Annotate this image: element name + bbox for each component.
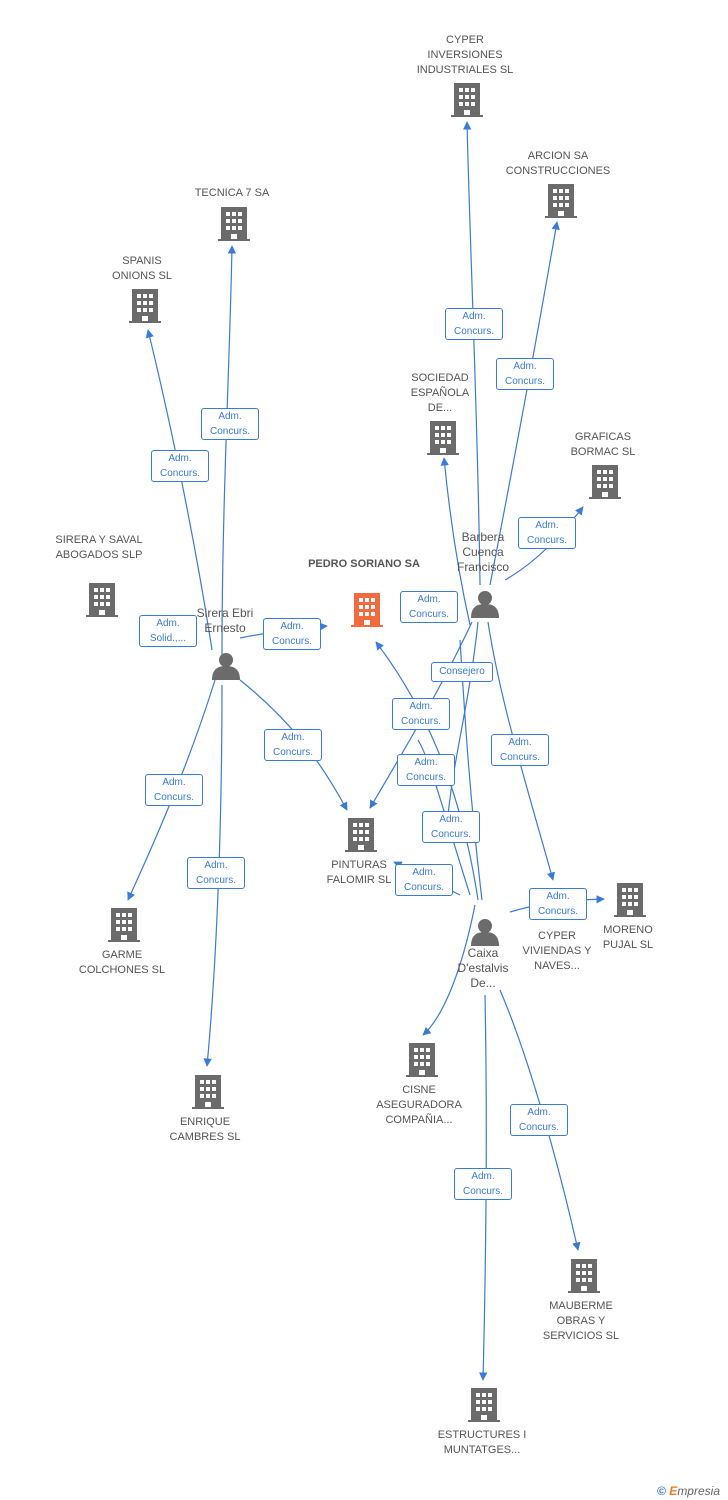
edge [203,684,223,1067]
edge [422,904,476,1036]
company-label-arcion[interactable]: ARCION SA CONSTRUCCIONES [505,150,611,177]
company-label-graficas[interactable]: GRAFICAS BORMAC SL [570,431,636,458]
relation-badge[interactable]: Adm. Concurs. [491,734,549,766]
copyright-symbol: © [657,1484,666,1498]
person-label-barbera[interactable]: Barbera Cuenca Francisco [456,530,509,574]
person-label-caixa[interactable]: Caixa D'estalvis De... [457,946,509,990]
relation-badge[interactable]: Consejero [431,662,493,682]
tecnica-building-icon[interactable] [218,207,250,241]
spanis-building-icon[interactable] [129,289,161,323]
caixa-person-icon[interactable] [471,919,499,946]
garme-building-icon[interactable] [108,908,140,942]
brand-initial: E [669,1484,678,1498]
person-label-sirera-ebri[interactable]: Sirera Ebri Ernesto [196,606,254,635]
edge [447,621,479,816]
relation-badge[interactable]: Adm. Concurs. [397,754,455,786]
company-label-pinturas[interactable]: PINTURAS FALOMIR SL [326,859,392,886]
cisne-building-icon[interactable] [406,1043,438,1077]
company-label-spanis[interactable]: SPANIS ONIONS SL [112,255,172,282]
edge [145,329,213,651]
relation-badge[interactable]: Adm. Concurs. [263,618,321,650]
arcion-building-icon[interactable] [545,184,577,218]
relation-badge[interactable]: Adm. Solid.,... [139,615,197,647]
company-label-moreno[interactable]: MORENO PUJAL SL [602,924,654,951]
relation-badge[interactable]: Adm. Concurs. [187,857,245,889]
relation-badge[interactable]: Adm. Concurs. [395,864,453,896]
company-label-mauberme[interactable]: MAUBERME OBRAS Y SERVICIOS SL [542,1300,620,1342]
relation-badge[interactable]: Adm. Concurs. [151,450,209,482]
relation-badge[interactable]: Adm. Concurs. [510,1104,568,1136]
company-label-cyper-inversiones[interactable]: CYPER INVERSIONES INDUSTRIALES SL [416,34,514,76]
relation-badge[interactable]: Adm. Concurs. [201,408,259,440]
relation-badge[interactable]: Adm. Concurs. [445,308,503,340]
mauberme-building-icon[interactable] [568,1259,600,1293]
brand-name: mpresia [677,1484,720,1498]
barbera-person-icon[interactable] [471,591,499,618]
pinturas-building-icon[interactable] [345,818,377,852]
edge [462,121,481,586]
graficas-building-icon[interactable] [589,465,621,499]
company-label-tecnica[interactable]: TECNICA 7 SA [194,187,270,199]
cyper-inversiones-building-icon[interactable] [451,83,483,117]
relation-badge[interactable]: Adm. Concurs. [518,517,576,549]
relation-badge[interactable]: Adm. Concurs. [529,888,587,920]
edge [221,245,237,656]
enrique-building-icon[interactable] [192,1075,224,1109]
relation-badge[interactable]: Adm. Concurs. [454,1168,512,1200]
edge [417,739,471,896]
company-label-sociedad[interactable]: SOCIEDAD ESPAÑOLA DE... [410,372,470,414]
relation-badge[interactable]: Adm. Concurs. [264,729,322,761]
company-label-pedro[interactable]: PEDRO SORIANO SA [308,558,420,570]
company-label-sirera-saval[interactable]: SIRERA Y SAVAL ABOGADOS SLP [55,534,143,561]
relation-badge[interactable]: Adm. Concurs. [145,774,203,806]
sirera-ebri-person-icon[interactable] [212,653,240,680]
estructures-building-icon[interactable] [468,1388,500,1422]
company-label-enrique[interactable]: ENRIQUE CAMBRES SL [169,1116,241,1143]
edge [440,457,471,626]
relation-badge[interactable]: Adm. Concurs. [422,811,480,843]
company-label-cisne[interactable]: CISNE ASEGURADORA COMPAÑIA... [376,1084,462,1126]
company-label-garme[interactable]: GARME COLCHONES SL [78,949,166,976]
company-label-estructures[interactable]: ESTRUCTURES I MUNTATGES... [437,1429,527,1456]
company-label-cyper-viviendas[interactable]: CYPER VIVIENDAS Y NAVES... [522,930,592,972]
pedro-soriano-building-icon[interactable] [351,593,383,627]
edge [375,641,479,901]
moreno-building-icon[interactable] [614,883,646,917]
relation-badge[interactable]: Adm. Concurs. [400,591,458,623]
relation-badge[interactable]: Adm. Concurs. [392,698,450,730]
sirera-saval-building-icon[interactable] [86,583,118,617]
relation-badge[interactable]: Adm. Concurs. [496,358,554,390]
sociedad-building-icon[interactable] [427,421,459,455]
edge [478,994,488,1381]
footer-brand: © Empresia [657,1484,720,1498]
